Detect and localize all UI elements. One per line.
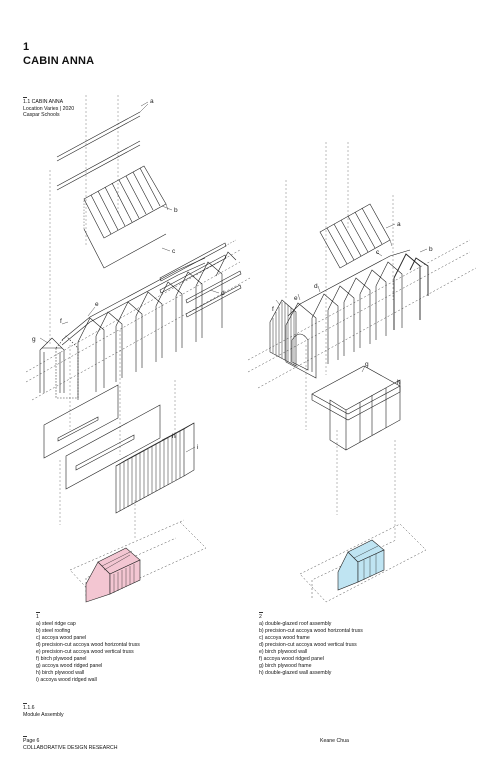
callout-left-b: b (174, 207, 178, 214)
callout-right-c: c (376, 249, 380, 256)
chapter-number: 1 (23, 41, 30, 53)
callout-left-h: h (172, 433, 176, 440)
callout-right-b: b (429, 246, 433, 253)
right-plywood-wall (285, 302, 317, 379)
legend-2-item: c) accoya wood frame (259, 635, 310, 641)
legend-2-item: h) double-glazed wall assembly (259, 670, 332, 676)
legend-1-number: 1 (36, 614, 39, 620)
callout-left-c: c (172, 248, 176, 255)
legend-1-item: f) birch plywood panel (36, 656, 87, 662)
right-assembled-cabin (299, 523, 427, 603)
legend-1-item: g) accoya wood ridged panel (36, 663, 103, 669)
legend-1-item: c) accoya wood panel (36, 635, 87, 641)
legend-1-item: h) birch plywood wall (36, 670, 85, 676)
page-number: Page 6 (23, 738, 40, 744)
callout-right-a: a (397, 221, 401, 228)
left-assembled-cabin (69, 519, 207, 603)
legend-2-item: a) double-glazed roof assembly (259, 621, 332, 627)
legend-1-item: d) precision-cut accoya wood horizontal … (36, 642, 140, 648)
legend-2-number: 2 (259, 614, 262, 620)
legend-1-item: a) steel ridge cap (36, 621, 76, 627)
left-callouts: a b c d e f g h i (32, 98, 225, 451)
course-title: COLLABORATIVE DESIGN RESEARCH (23, 744, 118, 751)
right-plywood-frame (311, 365, 401, 421)
legend-2-item: d) precision-cut accoya wood vertical tr… (259, 642, 357, 648)
callout-left-e: e (95, 301, 99, 308)
legend-2-item: e) birch plywood wall (259, 649, 308, 655)
callout-right-h: h (397, 379, 401, 386)
right-roof (319, 203, 393, 269)
callout-right-g: g (365, 361, 369, 368)
right-ridged-panel (269, 299, 297, 367)
right-truss-frame (247, 239, 477, 389)
callout-left-d: d (221, 290, 225, 297)
footer-left: Page 6 COLLABORATIVE DESIGN RESEARCH (23, 736, 117, 751)
left-exploded-cabin (25, 95, 251, 603)
legend-cabin-1: 1 a) steel ridge cap b) steel roofing c)… (36, 612, 140, 684)
right-exploded-cabin (247, 142, 477, 603)
right-callouts: a b c d e f g h (272, 221, 433, 386)
left-plywood-walls (43, 384, 161, 490)
callout-left-g: g (32, 336, 36, 343)
left-front-frame (39, 335, 79, 399)
right-glazed-wall (329, 379, 401, 451)
project-code: 1.1 CABIN ANNA (23, 99, 64, 105)
footer-author: Keane Chua (320, 738, 349, 744)
callout-right-f: f (272, 306, 274, 313)
callout-right-e: e (294, 295, 298, 302)
callout-right-d: d (314, 283, 318, 290)
left-ridged-wall (115, 422, 195, 514)
left-roof (83, 165, 169, 269)
callout-left-f: f (60, 318, 62, 325)
figure-text: Module Assembly (23, 711, 64, 718)
callout-left-i: i (197, 444, 198, 451)
callout-left-a: a (150, 98, 154, 105)
legend-1-item: e) precision-cut accoya wood vertical tr… (36, 649, 134, 655)
legend-2-item: f) accoya wood ridged panel (259, 656, 324, 662)
figure-code: 1.1.6 (23, 705, 35, 711)
chapter-title: CABIN ANNA (23, 55, 95, 67)
legend-1-item: i) accoya wood ridged wall (36, 677, 97, 683)
left-truss-frame (25, 249, 251, 401)
legend-2-item: g) birch plywood frame (259, 663, 312, 669)
project-location: Location Varies | 2020 (23, 105, 75, 112)
figure-caption: 1.1.6 Module Assembly (23, 703, 64, 718)
legend-1-item: b) steel roofing (36, 628, 71, 634)
project-school: Caspar Schools (23, 112, 60, 119)
legend-cabin-2: 2 a) double-glazed roof assembly b) prec… (259, 612, 363, 677)
legend-2-item: b) precision-cut accoya wood horizontal … (259, 628, 363, 634)
project-meta: 1.1 CABIN ANNA Location Varies | 2020 Ca… (23, 97, 74, 119)
